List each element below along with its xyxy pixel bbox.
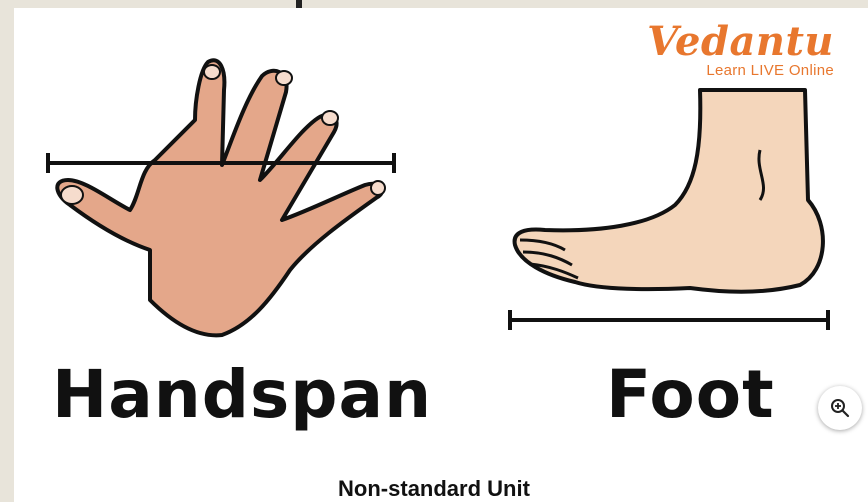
foot-shape: [515, 90, 823, 292]
image-caption: Non-standard Unit: [0, 476, 868, 502]
handspan-label: Handspan: [52, 356, 432, 433]
zoom-button[interactable]: [818, 386, 862, 430]
foot-measure-line: [510, 310, 828, 330]
foot-illustration: [515, 90, 823, 292]
hand-illustration: [57, 60, 385, 335]
zoom-in-icon: [830, 398, 850, 418]
foot-label: Foot: [606, 356, 775, 433]
vedantu-logo: Vedantu Learn LIVE Online: [647, 20, 834, 79]
brand-name: Vedantu: [647, 20, 834, 64]
hand-shape: [57, 60, 382, 335]
